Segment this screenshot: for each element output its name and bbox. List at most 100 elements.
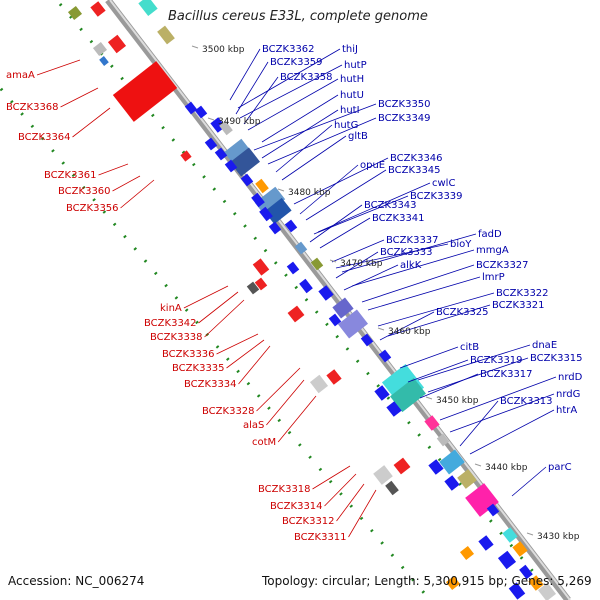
gene-block (326, 369, 342, 385)
gene-label-right: thiJ (342, 44, 358, 55)
leader-line (312, 465, 351, 490)
gene-label-left: BCZK3335 (172, 363, 225, 374)
gene-block (378, 349, 392, 363)
gene-block (519, 564, 533, 580)
gene-label-right: alkK (400, 260, 422, 271)
gene-label-right: nrdG (556, 389, 580, 400)
gene-block (254, 277, 268, 291)
scale-tick (277, 188, 285, 192)
gene-label-right: BCZK3343 (364, 200, 417, 211)
gene-label-right: hutI (340, 105, 360, 116)
leader-line (281, 135, 347, 181)
leader-line (449, 393, 555, 433)
gene-block (299, 278, 313, 294)
gene-label-right: bioY (450, 239, 472, 250)
gene-block (459, 545, 475, 561)
gene-block (219, 120, 233, 136)
leader-line (377, 292, 495, 327)
gene-label-right: BCZK3359 (270, 57, 323, 68)
accession-text: Accession: NC_006274 (8, 574, 145, 588)
leader-line (459, 400, 499, 447)
gene-block (90, 1, 106, 17)
scale-tick (425, 396, 433, 400)
leader-line (379, 311, 435, 341)
leader-line (319, 217, 371, 249)
outer-tick-track (58, 3, 542, 581)
leader-line (387, 304, 491, 337)
scale-label: 3430 kbp (537, 532, 580, 542)
gene-label-right: BCZK3349 (378, 113, 431, 124)
leader-line (226, 339, 265, 369)
gene-label-right: BCZK3325 (436, 307, 489, 318)
gene-label-right: opuE (360, 160, 385, 171)
leader-line (253, 103, 377, 151)
leader-line (348, 489, 377, 538)
gene-label-right: BCZK3341 (372, 213, 425, 224)
gene-block (246, 281, 260, 295)
leader-line (229, 48, 261, 101)
leader-line (238, 345, 271, 385)
gene-label-right: BCZK3333 (380, 247, 433, 258)
leader-line (335, 243, 449, 269)
gene-block (194, 105, 208, 119)
gene-label-left: BCZK3334 (184, 379, 237, 390)
leader-line (341, 233, 477, 273)
gene-block (502, 527, 518, 543)
leader-line (235, 61, 269, 115)
leader-line (335, 251, 379, 279)
feature-layer (67, 0, 557, 600)
gene-block (360, 333, 374, 347)
gene-block (284, 219, 298, 233)
gene-block (204, 137, 218, 151)
leader-line (399, 346, 459, 369)
gene-label-left: BCZK3311 (294, 532, 347, 543)
gene-label-left: BCZK3336 (162, 349, 215, 360)
gene-block (385, 480, 399, 496)
gene-label-right: BCZK3362 (262, 44, 315, 55)
leader-line (261, 94, 339, 143)
gene-block (478, 535, 494, 551)
leader-line (204, 299, 245, 338)
gene-block (180, 150, 192, 162)
leader-line (511, 466, 547, 497)
gene-label-left: BCZK3312 (282, 516, 335, 527)
gene-label-left: BCZK3356 (66, 203, 119, 214)
leader-line (277, 395, 317, 443)
gene-block (254, 186, 286, 216)
gene-label-right: BCZK3345 (388, 165, 441, 176)
gene-label-right: BCZK3321 (492, 300, 545, 311)
leader-line (324, 473, 357, 507)
gene-block (230, 147, 260, 177)
leader-line (293, 157, 389, 205)
leader-line (419, 373, 479, 399)
gene-block (287, 305, 305, 323)
gene-label-right: htrA (556, 405, 577, 416)
gene-block (528, 575, 544, 591)
scale-tick (329, 259, 337, 263)
leader-line (343, 264, 399, 291)
gene-label-left: BCZK3368 (6, 102, 59, 113)
gene-label-right: lmrP (482, 272, 505, 283)
leader-line (317, 182, 431, 233)
gene-label-right: hutH (340, 74, 364, 85)
leader-line (351, 249, 475, 287)
leader-line (336, 483, 365, 522)
gene-block (268, 221, 282, 235)
gene-block (214, 147, 228, 161)
gene-block (444, 475, 460, 491)
gene-block (393, 457, 411, 475)
gene-label-right: mmgA (476, 245, 509, 256)
gene-block (328, 313, 342, 327)
gene-block (184, 101, 198, 115)
gene-label-left: BCZK3314 (270, 501, 323, 512)
gene-label-right: parC (548, 462, 572, 473)
gene-block (255, 178, 269, 194)
gene-block (332, 297, 354, 319)
gene-label-left: cotM (252, 437, 276, 448)
gene-label-left: amaA (6, 70, 35, 81)
leader-line (216, 333, 259, 355)
leader-line (256, 367, 301, 412)
scale-label: 3470 kbp (340, 259, 383, 269)
gene-block (508, 582, 526, 600)
